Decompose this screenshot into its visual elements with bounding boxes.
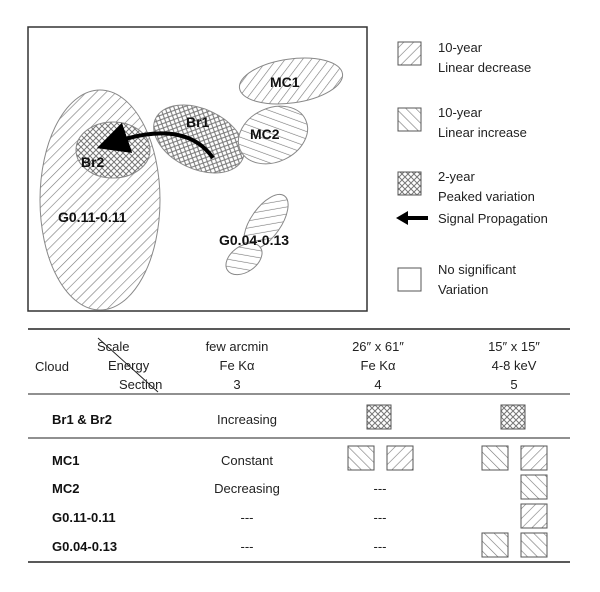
- row-mc2-col1: Decreasing: [214, 481, 280, 496]
- col1-section: 3: [233, 377, 240, 392]
- row-br-name: Br1 & Br2: [52, 412, 112, 427]
- header-diagonal: [97, 337, 159, 393]
- row-g011-name: G0.11-0.11: [52, 510, 116, 525]
- row-br-col1: Increasing: [217, 412, 277, 427]
- row-mc2-name: MC2: [52, 481, 79, 496]
- row-br-col2-swatch: [366, 404, 392, 430]
- label-g011: G0.11-0.11: [58, 209, 127, 225]
- header-cloud: Cloud: [35, 359, 69, 374]
- legend-swatch-none: [397, 267, 422, 292]
- row-mc1-col2-swatch-a: [347, 445, 375, 471]
- region-mc1: [238, 57, 344, 105]
- col2-scale: 26″ x 61″: [352, 339, 404, 354]
- col1-energy: Fe Kα: [220, 358, 255, 373]
- legend-peaked-line2: Peaked variation: [438, 189, 535, 204]
- row-g004-col3-swatch-a: [481, 532, 509, 558]
- legend-none-line2: Variation: [438, 282, 488, 297]
- legend-swatch-decrease: [397, 41, 422, 66]
- col3-section: 5: [510, 377, 517, 392]
- row-mc2-col2: ---: [374, 481, 387, 496]
- legend-arrow-icon: [396, 211, 428, 225]
- legend-peaked-line1: 2-year: [438, 169, 476, 184]
- label-mc2: MC2: [250, 126, 280, 142]
- legend-increase-line1: 10-year: [438, 105, 483, 120]
- label-g004: G0.04-0.13: [219, 232, 289, 248]
- region-g011: [39, 89, 161, 311]
- legend-decrease-line1: 10-year: [438, 40, 483, 55]
- legend-swatch-increase: [397, 107, 422, 132]
- header-section: Section: [119, 377, 162, 392]
- label-br1: Br1: [186, 114, 210, 130]
- row-mc1-col3-swatch-b: [520, 445, 548, 471]
- col1-scale: few arcmin: [206, 339, 269, 354]
- col2-energy: Fe Kα: [361, 358, 396, 373]
- legend-decrease-line2: Linear decrease: [438, 60, 531, 75]
- row-mc1-name: MC1: [52, 453, 79, 468]
- region-mc2: [237, 105, 309, 165]
- legend-swatch-peaked: [397, 171, 422, 196]
- header-scale: Scale: [97, 339, 130, 354]
- row-mc1-col3-swatch-a: [481, 445, 509, 471]
- row-g011-col3-swatch: [520, 503, 548, 529]
- row-g004-col1: ---: [241, 539, 254, 554]
- propagation-arrow: [96, 122, 215, 160]
- row-br-col3-swatch: [500, 404, 526, 430]
- row-g004-col2: ---: [374, 539, 387, 554]
- row-g011-col2: ---: [374, 510, 387, 525]
- row-g011-col1: ---: [241, 510, 254, 525]
- col2-section: 4: [374, 377, 381, 392]
- row-mc2-col3-swatch: [520, 474, 548, 500]
- legend-none-line1: No significant: [438, 262, 516, 277]
- label-mc1: MC1: [270, 74, 300, 90]
- region-br1: [153, 104, 245, 174]
- col3-energy: 4-8 keV: [492, 358, 537, 373]
- row-g004-name: G0.04-0.13: [52, 539, 117, 554]
- col3-scale: 15″ x 15″: [488, 339, 540, 354]
- row-mc1-col2-swatch-b: [386, 445, 414, 471]
- legend-arrow-label: Signal Propagation: [438, 211, 548, 226]
- legend-increase-line2: Linear increase: [438, 125, 527, 140]
- label-br2: Br2: [81, 154, 105, 170]
- region-g004-b: [225, 242, 263, 276]
- row-g004-col3-swatch-b: [520, 532, 548, 558]
- row-mc1-col1: Constant: [221, 453, 273, 468]
- header-energy: Energy: [108, 358, 150, 373]
